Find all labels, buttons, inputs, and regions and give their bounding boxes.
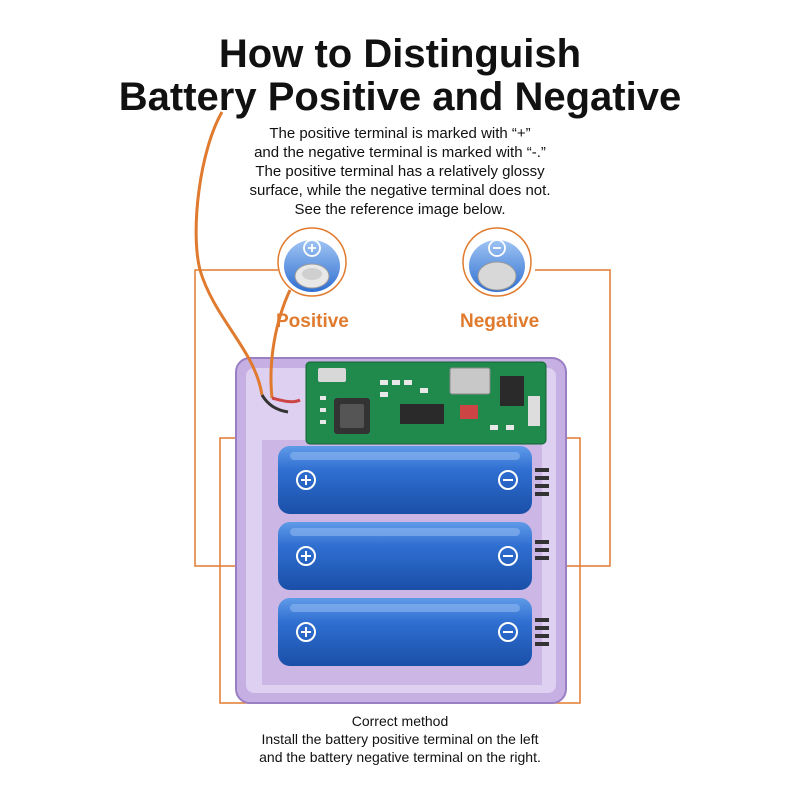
title-line-1: How to Distinguish bbox=[218, 32, 582, 76]
footer-heading: Correct method bbox=[351, 713, 449, 729]
footer-line-2: and the battery negative terminal on the… bbox=[259, 749, 541, 765]
positive-terminal-icon bbox=[277, 227, 347, 297]
battery-3 bbox=[278, 598, 532, 666]
description-line-5: See the reference image below. bbox=[294, 201, 506, 218]
negative-label: Negative bbox=[460, 311, 540, 332]
footer-line-1: Install the battery positive terminal on… bbox=[261, 731, 539, 747]
circuit-board bbox=[305, 361, 547, 445]
description-line-3: The positive terminal has a relatively g… bbox=[255, 163, 545, 180]
negative-terminal-icon bbox=[462, 227, 532, 297]
description-line-4: surface, while the negative terminal doe… bbox=[249, 182, 551, 199]
battery-1 bbox=[278, 446, 532, 514]
description-line-2: and the negative terminal is marked with… bbox=[254, 144, 546, 161]
description: The positive terminal is marked with “+”… bbox=[150, 124, 650, 219]
positive-label: Positive bbox=[276, 311, 349, 332]
battery-2 bbox=[278, 522, 532, 590]
title-line-2: Battery Positive and Negative bbox=[118, 75, 682, 119]
wires bbox=[194, 111, 301, 414]
footer: Correct method Install the battery posit… bbox=[150, 712, 650, 766]
minus-circle-icon bbox=[498, 470, 518, 642]
plus-circle-icon bbox=[296, 470, 316, 642]
description-line-1: The positive terminal is marked with “+” bbox=[269, 125, 531, 142]
spring-contacts bbox=[535, 468, 549, 646]
